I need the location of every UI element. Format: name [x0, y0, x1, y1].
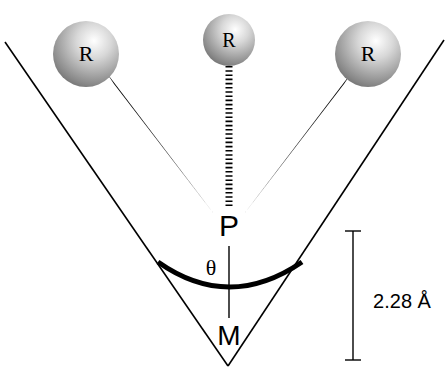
dimension-cap — [345, 359, 361, 360]
dimension-line — [352, 231, 353, 360]
dimension-cap — [345, 230, 361, 231]
cone-line — [5, 42, 228, 366]
atom-label: P — [219, 211, 239, 241]
hashed-bond — [226, 66, 233, 206]
atom-label: M — [217, 322, 240, 350]
substituent-sphere: R — [335, 21, 401, 87]
wedge-bond — [106, 72, 214, 214]
wedge-bond — [244, 72, 352, 214]
substituent-sphere: R — [53, 21, 119, 87]
group-label: R — [222, 29, 235, 52]
cone-line — [228, 40, 444, 366]
angle-arc — [158, 262, 302, 287]
group-label: R — [361, 41, 376, 67]
dimension-label: 2.28 Å — [373, 291, 431, 311]
p-m-bond — [228, 246, 229, 318]
angle-label: θ — [206, 257, 217, 279]
substituent-sphere: R — [203, 14, 255, 66]
group-label: R — [79, 41, 94, 67]
